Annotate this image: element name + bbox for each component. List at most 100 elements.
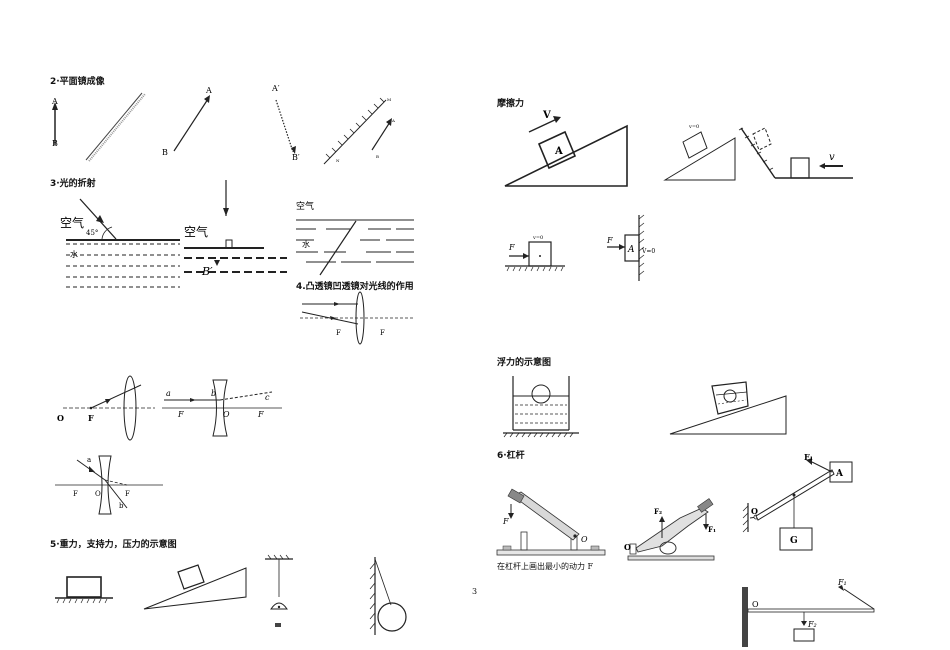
arrowhead-icon bbox=[204, 95, 210, 103]
mirror-hatch bbox=[325, 97, 385, 159]
wall bbox=[742, 587, 748, 647]
slope bbox=[740, 127, 776, 179]
friction-figure-4: v=0 F bbox=[505, 235, 565, 272]
block bbox=[682, 131, 708, 159]
lever-figure-1: O F bbox=[496, 488, 606, 556]
image-arrow bbox=[275, 99, 294, 153]
water-line bbox=[717, 399, 747, 405]
lever-figure-4: O F₁ F₂ bbox=[742, 578, 875, 647]
wall-hatch bbox=[369, 562, 376, 630]
label-focus: F bbox=[73, 490, 78, 498]
label-focus: F bbox=[125, 490, 130, 498]
label-air: 空气 bbox=[60, 215, 84, 230]
block bbox=[66, 576, 102, 598]
hanging-lamp bbox=[270, 602, 288, 610]
arrowhead-icon bbox=[223, 208, 229, 216]
arrowhead-icon bbox=[801, 621, 807, 626]
arrowhead-icon bbox=[291, 146, 296, 154]
arrowhead-icon bbox=[553, 116, 561, 123]
object-arrow bbox=[173, 98, 209, 152]
gravity-figure-4 bbox=[369, 557, 407, 635]
arrowhead-icon bbox=[523, 253, 529, 259]
block bbox=[624, 234, 640, 262]
normal-box bbox=[225, 239, 233, 249]
gravity-figure-2 bbox=[143, 564, 247, 610]
ground-hatch bbox=[56, 598, 108, 604]
arrowhead-icon bbox=[619, 244, 625, 250]
label-b: b bbox=[211, 389, 216, 398]
label-focus: F bbox=[257, 410, 264, 419]
floating-ball bbox=[531, 384, 551, 404]
lens-figure-4: a b F O F bbox=[55, 455, 163, 515]
label-v0: v=0 bbox=[688, 124, 699, 130]
incline bbox=[669, 395, 787, 435]
arrowhead-icon bbox=[52, 102, 58, 110]
lens-figure-2: O F bbox=[57, 375, 155, 441]
heading-refraction: 3·光的折射 bbox=[50, 179, 96, 189]
base-board bbox=[627, 555, 715, 561]
ceiling-hatch bbox=[267, 554, 290, 560]
block-ghost bbox=[752, 127, 772, 151]
label-f1: F₁ bbox=[837, 578, 847, 587]
lever-bar bbox=[747, 608, 875, 613]
label-o: O bbox=[751, 506, 758, 516]
arrowhead-icon bbox=[334, 302, 340, 306]
arrowhead-icon bbox=[806, 458, 812, 465]
buoyancy-figure-1 bbox=[503, 376, 579, 438]
force-arrow-f1 bbox=[843, 588, 875, 610]
object-arrow bbox=[371, 121, 391, 151]
lens-figure-3: a b c F O F bbox=[162, 379, 282, 437]
concave-lens bbox=[212, 379, 228, 437]
label-a: A bbox=[835, 469, 844, 479]
plane-mirror-figure-2: A B bbox=[162, 86, 212, 157]
label-o: O bbox=[752, 600, 759, 609]
label-a: A bbox=[554, 146, 563, 157]
friction-figure-1: A V bbox=[504, 110, 628, 187]
block bbox=[528, 241, 552, 267]
wall-hatch bbox=[638, 214, 645, 276]
string bbox=[374, 558, 392, 606]
friction-figure-3: v bbox=[738, 127, 853, 179]
lever-figure-2: O F₂ F₁ bbox=[624, 498, 716, 561]
label-f2: F₂ bbox=[807, 620, 817, 629]
label-v-eq-0: V=0 bbox=[641, 248, 655, 255]
tilted-container bbox=[711, 381, 749, 415]
label-b: B bbox=[376, 154, 379, 159]
block bbox=[177, 564, 205, 590]
label-focus: F bbox=[177, 410, 184, 419]
label-v: V bbox=[542, 110, 551, 121]
arrowhead-icon bbox=[659, 516, 665, 522]
label-a: A bbox=[205, 86, 212, 95]
hang-point bbox=[792, 493, 796, 497]
label-angle: 45° bbox=[86, 229, 98, 237]
water-surface bbox=[715, 391, 748, 396]
lever-figure-3: O G A F₁ bbox=[742, 452, 853, 551]
force-arrow-f1 bbox=[811, 461, 833, 473]
heading-buoyancy: 浮力的示意图 bbox=[497, 358, 552, 368]
label-b-prime: B′ bbox=[292, 153, 300, 162]
refracted-ray bbox=[319, 220, 357, 276]
light-ray bbox=[301, 311, 359, 325]
label-water: 水 bbox=[302, 239, 310, 249]
label-f2: F₂ bbox=[654, 507, 662, 516]
label-focus: F bbox=[88, 413, 94, 423]
label-box bbox=[829, 461, 853, 483]
arrowhead-icon bbox=[105, 399, 111, 404]
label-a: A bbox=[51, 97, 58, 106]
floating-ball bbox=[723, 389, 737, 403]
concave-lens bbox=[98, 455, 112, 515]
convex-lens bbox=[123, 375, 137, 441]
plane-mirror-figure-1: A B bbox=[51, 92, 146, 162]
convex-lens bbox=[355, 291, 365, 345]
label-o: O bbox=[223, 410, 230, 419]
label-o: O bbox=[581, 535, 588, 544]
label-c: c bbox=[265, 393, 270, 402]
heading-friction: 摩擦力 bbox=[497, 99, 525, 109]
velocity-arrow bbox=[528, 117, 560, 133]
light-ray bbox=[90, 384, 142, 409]
arrowhead-icon bbox=[330, 316, 336, 320]
label-b: b bbox=[119, 502, 124, 510]
label-f: F bbox=[606, 236, 613, 245]
label-f1: F₁ bbox=[804, 452, 813, 462]
label-v0: v=0 bbox=[532, 235, 543, 241]
